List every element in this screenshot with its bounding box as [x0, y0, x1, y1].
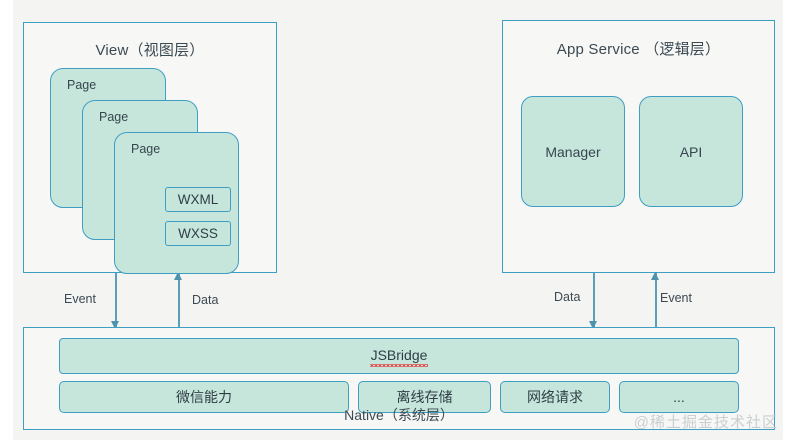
- connector-label-data-left: Data: [192, 293, 219, 307]
- page-card-label: Page: [67, 78, 97, 92]
- page-margin-left: [0, 0, 13, 440]
- arrowhead-down-icon: [111, 321, 120, 329]
- jsbridge-bar: JSBridge: [59, 338, 739, 374]
- connector-label-event-left: Event: [64, 292, 96, 306]
- native-capability-more: ...: [619, 381, 739, 413]
- wxml-chip: WXML: [165, 187, 231, 212]
- manager-box: Manager: [521, 96, 625, 207]
- view-layer-panel: View（视图层） Page Page Page WXML WXSS: [23, 22, 277, 274]
- arrowhead-down-icon: [589, 321, 598, 329]
- jsbridge-label: JSBridge: [369, 347, 429, 367]
- arrowhead-up-icon: [651, 272, 660, 280]
- native-capability-wechat: 微信能力: [59, 381, 349, 413]
- page-margin-right: [783, 0, 800, 440]
- page-card-label: Page: [99, 110, 129, 124]
- arrowhead-up-icon: [174, 272, 183, 280]
- connector-label-event-right: Event: [660, 291, 692, 305]
- connector-label-data-right: Data: [554, 290, 581, 304]
- app-service-layer-title: App Service （逻辑层）: [556, 41, 721, 58]
- app-service-layer-panel: App Service （逻辑层） Manager API: [502, 20, 775, 273]
- native-layer-title: Native（系统层）: [344, 407, 454, 423]
- api-box: API: [639, 96, 743, 207]
- native-capability-network-request: 网络请求: [500, 381, 610, 413]
- native-layer-panel: JSBridge 微信能力 离线存储 网络请求 ... Native（系统层）: [23, 327, 775, 430]
- connector-stem: [178, 273, 180, 328]
- page-card-front: Page WXML WXSS: [114, 132, 239, 274]
- native-capability-offline-storage: 离线存储: [358, 381, 491, 413]
- connector-stem: [115, 273, 117, 328]
- page-card-label: Page: [131, 142, 161, 156]
- connector-stem: [655, 273, 657, 328]
- wxss-chip: WXSS: [165, 221, 231, 246]
- watermark: @稀土掘金技术社区: [633, 414, 778, 431]
- view-layer-title: View（视图层）: [95, 42, 205, 59]
- connector-stem: [593, 273, 595, 328]
